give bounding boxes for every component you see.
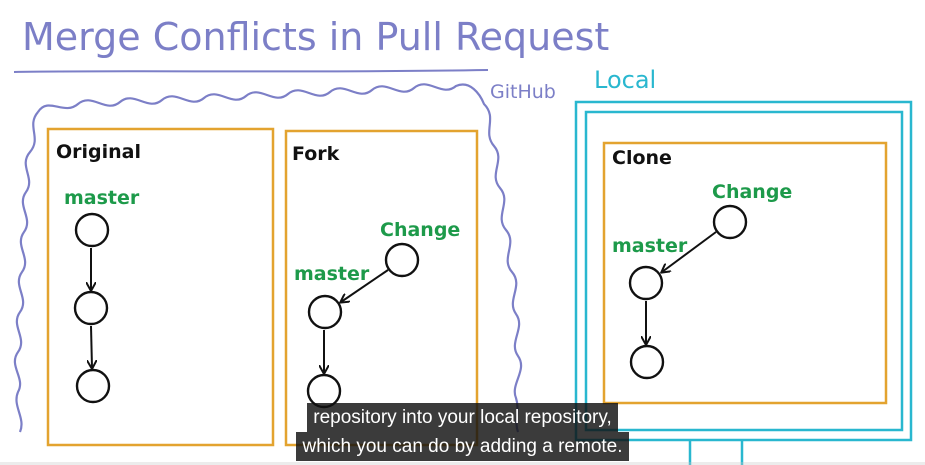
original-label: Original [56, 141, 141, 163]
local-monitor-screen [584, 110, 904, 432]
local-label: Local [594, 66, 656, 94]
subtitle-line-2: which you can do by adding a remote. [296, 432, 629, 461]
original-commit-1 [74, 212, 110, 248]
github-label: GitHub [490, 81, 556, 103]
original-master-label: master [64, 187, 140, 209]
fork-change-commit [384, 242, 420, 278]
clone-label: Clone [612, 147, 672, 169]
fork-arrow-change-master [341, 269, 389, 302]
clone-change-commit [712, 204, 748, 240]
clone-panel [602, 141, 888, 405]
subtitle-line-1: repository into your local repository, [307, 403, 618, 432]
clone-arrow-change-master [662, 231, 717, 272]
clone-commit-2 [629, 344, 665, 380]
video-progress-bar[interactable] [0, 462, 925, 465]
title-underline [13, 69, 489, 73]
fork-commit-1 [307, 294, 343, 330]
local-monitor-outer [574, 100, 913, 442]
fork-master-label: master [294, 263, 370, 285]
clone-commit-1 [628, 265, 664, 301]
local-monitor-stand [688, 440, 744, 465]
fork-change-label: Change [380, 219, 460, 241]
original-commit-2 [73, 290, 109, 326]
diagram-title: Merge Conflicts in Pull Request [22, 15, 609, 59]
fork-label: Fork [292, 143, 340, 165]
original-commit-3 [75, 368, 111, 404]
clone-master-label: master [612, 235, 688, 257]
subtitle-overlay: repository into your local repository, w… [0, 403, 925, 461]
original-arrow-2-3 [91, 325, 92, 368]
original-panel [46, 127, 275, 447]
clone-change-label: Change [712, 181, 792, 203]
github-cloud-outline [13, 83, 523, 433]
